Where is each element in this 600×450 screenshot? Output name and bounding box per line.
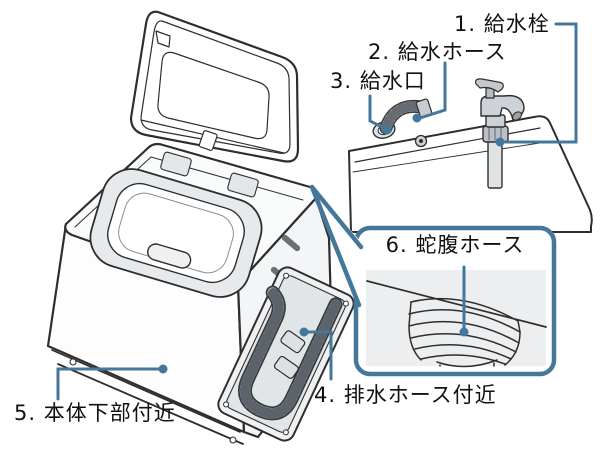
washing-machine-illustration — [46, 10, 355, 445]
inner-lid-handle — [147, 243, 192, 269]
side-vent — [281, 234, 301, 252]
hinge-recess — [227, 172, 259, 198]
leader-dot-1 — [495, 137, 505, 147]
label-4-drain-hose-area: 4. 排水ホース付近 — [314, 383, 497, 407]
lid-hook — [155, 30, 171, 48]
drain-panel — [217, 266, 355, 442]
hose-clamp — [273, 355, 299, 379]
inner-lid — [107, 182, 245, 284]
top-close-up-illustration — [348, 78, 593, 233]
supply-hose — [379, 98, 433, 135]
leader-dot-6 — [459, 327, 469, 337]
lid-tab — [198, 130, 218, 151]
label-5-lower-body-area: 5. 本体下部付近 — [14, 401, 176, 425]
leader-dot-2 — [412, 113, 422, 123]
leader-line-2 — [418, 61, 447, 120]
hose-clamp — [280, 330, 306, 354]
washer-base — [51, 349, 244, 445]
label-1-water-faucet: 1. 給水栓 — [454, 12, 550, 36]
leader-dot-4 — [299, 327, 309, 337]
label-6-bellows-hose: 6. 蛇腹ホース — [385, 233, 525, 257]
label-2-supply-hose: 2. 給水ホース — [368, 40, 507, 64]
washer-lid — [129, 10, 300, 163]
bellows-photo-area — [366, 270, 546, 366]
leader-line-3 — [368, 94, 386, 130]
drain-hose — [238, 285, 343, 421]
hinge-recess — [160, 151, 192, 177]
tub-opening — [89, 168, 263, 298]
faucet-handle — [475, 78, 504, 99]
leader-line-5 — [56, 367, 163, 401]
faucet — [475, 78, 525, 189]
label-3-water-inlet: 3. 給水口 — [330, 69, 426, 93]
leader-line-4 — [304, 330, 333, 381]
faucet-nut — [482, 125, 509, 143]
faucet-body — [480, 94, 525, 121]
machine-top-slab — [348, 115, 593, 233]
leader-line-1 — [503, 22, 578, 144]
leader-dot-3 — [382, 125, 392, 135]
leader-dot-5 — [158, 364, 168, 374]
